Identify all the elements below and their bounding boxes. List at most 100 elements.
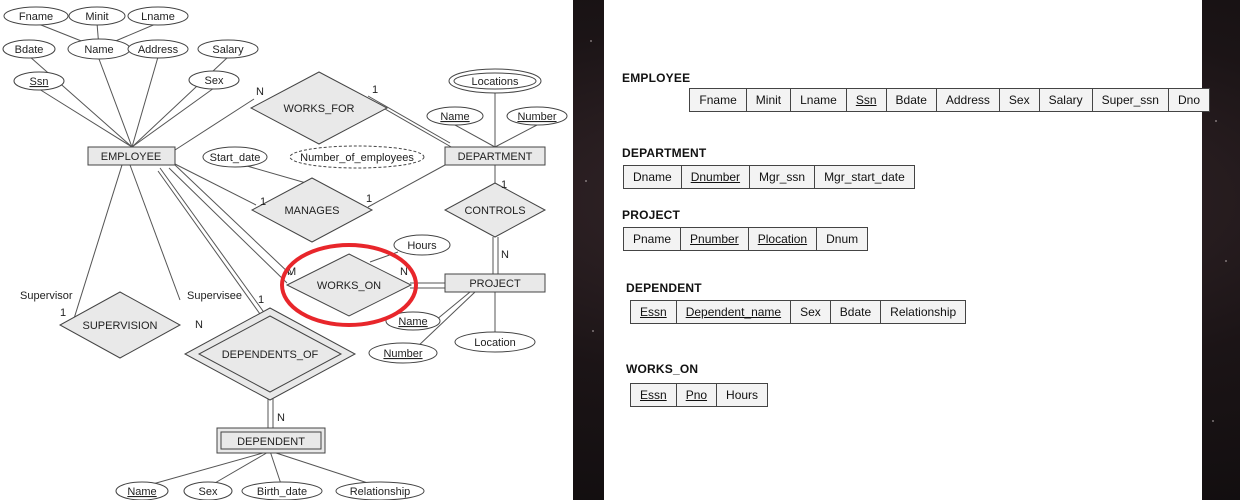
relational-schema-panel: EMPLOYEE Fname Minit Lname Ssn Bdate Add… <box>604 0 1211 500</box>
column-bdate: Bdate <box>885 88 937 112</box>
attribute-address: Address <box>127 39 189 59</box>
column-ssn-key: Ssn <box>845 88 887 112</box>
svg-text:Sex: Sex <box>205 75 224 87</box>
attribute-proj-number-key: Number <box>368 342 438 364</box>
relationship-works-for: WORKS_FOR <box>249 71 389 145</box>
background-star <box>592 330 594 332</box>
svg-text:MANAGES: MANAGES <box>284 205 339 217</box>
svg-text:Name: Name <box>398 316 427 328</box>
column-dependent-bdate: Bdate <box>829 300 882 324</box>
column-sex: Sex <box>998 88 1040 112</box>
relationship-dependents-of-identifying: DEPENDENTS_OF <box>183 307 357 401</box>
entity-employee: EMPLOYEE <box>87 146 176 166</box>
attribute-lname: Lname <box>127 6 189 26</box>
svg-text:Ssn: Ssn <box>30 76 49 88</box>
attribute-salary: Salary <box>197 39 259 59</box>
relationship-manages: MANAGES <box>250 177 374 243</box>
cardinality-dependents-of-employee: 1 <box>258 294 264 306</box>
svg-text:PROJECT: PROJECT <box>469 278 521 290</box>
cardinality-works-for-employee: N <box>256 86 264 98</box>
column-mgr-start-date: Mgr_start_date <box>814 165 915 189</box>
relationship-controls: CONTROLS <box>443 182 547 238</box>
relation-title-works-on: WORKS_ON <box>626 362 699 376</box>
svg-text:DEPENDENT: DEPENDENT <box>237 436 305 448</box>
column-dname: Dname <box>623 165 682 189</box>
attribute-locations-multivalued: Locations <box>448 68 542 94</box>
attribute-dept-name-key: Name <box>426 106 484 126</box>
cardinality-supervisor: 1 <box>60 307 66 319</box>
svg-text:Birth_date: Birth_date <box>257 486 307 498</box>
role-supervisee: Supervisee <box>187 290 242 302</box>
attribute-number-of-employees-derived: Number_of_employees <box>289 145 425 169</box>
relation-row-project: Pname Pnumber Plocation Dnum <box>622 227 869 251</box>
background-star <box>585 180 587 182</box>
column-relationship: Relationship <box>880 300 967 324</box>
svg-text:Fname: Fname <box>19 11 53 23</box>
column-pname: Pname <box>622 227 682 251</box>
relation-title-department: DEPARTMENT <box>622 146 707 160</box>
column-mgr-ssn: Mgr_ssn <box>749 165 816 189</box>
svg-text:EMPLOYEE: EMPLOYEE <box>101 151 162 163</box>
attribute-proj-name-key: Name <box>385 311 441 331</box>
relation-row-employee: Fname Minit Lname Ssn Bdate Address Sex … <box>689 88 1211 112</box>
role-supervisor: Supervisor <box>20 290 73 302</box>
attribute-minit: Minit <box>68 6 126 26</box>
relation-row-works-on: Essn Pno Hours <box>630 383 769 407</box>
svg-text:Relationship: Relationship <box>350 486 411 498</box>
column-dependent-name-key: Dependent_name <box>675 300 792 324</box>
relation-table-works-on: Essn Pno Hours <box>630 383 769 407</box>
works-on-highlight-circle <box>280 243 418 327</box>
column-plocation-key: Plocation <box>747 227 818 251</box>
column-super-ssn: Super_ssn <box>1091 88 1169 112</box>
svg-text:Name: Name <box>84 44 113 56</box>
entity-dependent-weak: DEPENDENT <box>216 427 326 454</box>
relation-table-department: Dname Dnumber Mgr_ssn Mgr_start_date <box>623 165 915 189</box>
entity-department: DEPARTMENT <box>444 146 546 166</box>
attribute-ssn-key: Ssn <box>13 71 65 91</box>
background-star <box>1215 120 1217 122</box>
attribute-birth-date: Birth_date <box>241 481 323 500</box>
column-pnumber-key: Pnumber <box>680 227 749 251</box>
cardinality-controls-department: 1 <box>501 179 507 191</box>
svg-text:DEPENDENTS_OF: DEPENDENTS_OF <box>222 349 319 361</box>
attribute-relationship: Relationship <box>335 481 425 500</box>
svg-text:Salary: Salary <box>212 44 244 56</box>
svg-text:DEPARTMENT: DEPARTMENT <box>458 151 533 163</box>
cardinality-manages-department: 1 <box>366 193 372 205</box>
svg-text:Address: Address <box>138 44 179 56</box>
column-address: Address <box>935 88 1000 112</box>
column-works-on-essn-key: Essn <box>630 383 677 407</box>
svg-text:Name: Name <box>440 111 469 123</box>
cardinality-works-on-project: N <box>400 266 408 278</box>
cardinality-supervisee: N <box>195 319 203 331</box>
relation-title-employee: EMPLOYEE <box>622 71 691 85</box>
column-hours: Hours <box>716 383 769 407</box>
attribute-sex: Sex <box>188 70 240 90</box>
attribute-start-date: Start_date <box>202 146 268 168</box>
column-essn-key: Essn <box>630 300 677 324</box>
background-star <box>590 40 592 42</box>
svg-text:Location: Location <box>474 337 516 349</box>
attribute-bdate: Bdate <box>2 39 56 59</box>
relation-table-employee: Fname Minit Lname Ssn Bdate Address Sex … <box>689 88 1211 112</box>
cardinality-controls-project: N <box>501 249 509 261</box>
relationship-supervision: SUPERVISION <box>58 291 182 359</box>
svg-text:Number: Number <box>517 111 556 123</box>
cardinality-dependents-of-dependent: N <box>277 412 285 424</box>
background-star <box>1225 260 1227 262</box>
svg-text:Sex: Sex <box>199 486 218 498</box>
svg-text:Lname: Lname <box>141 11 175 23</box>
attribute-dependent-name-partial-key: Name <box>115 481 169 500</box>
relationship-works-on: WORKS_ON <box>285 253 413 317</box>
column-pno-key: Pno <box>675 383 718 407</box>
svg-text:Minit: Minit <box>85 11 108 23</box>
column-dependent-sex: Sex <box>790 300 831 324</box>
svg-text:Hours: Hours <box>407 240 437 252</box>
attribute-dependent-sex: Sex <box>183 481 233 500</box>
cardinality-works-on-employee: M <box>287 266 296 278</box>
svg-text:Bdate: Bdate <box>15 44 44 56</box>
svg-text:SUPERVISION: SUPERVISION <box>83 320 158 332</box>
relation-table-project: Pname Pnumber Plocation Dnum <box>622 227 869 251</box>
attribute-location: Location <box>454 331 536 353</box>
svg-text:Number: Number <box>383 348 422 360</box>
